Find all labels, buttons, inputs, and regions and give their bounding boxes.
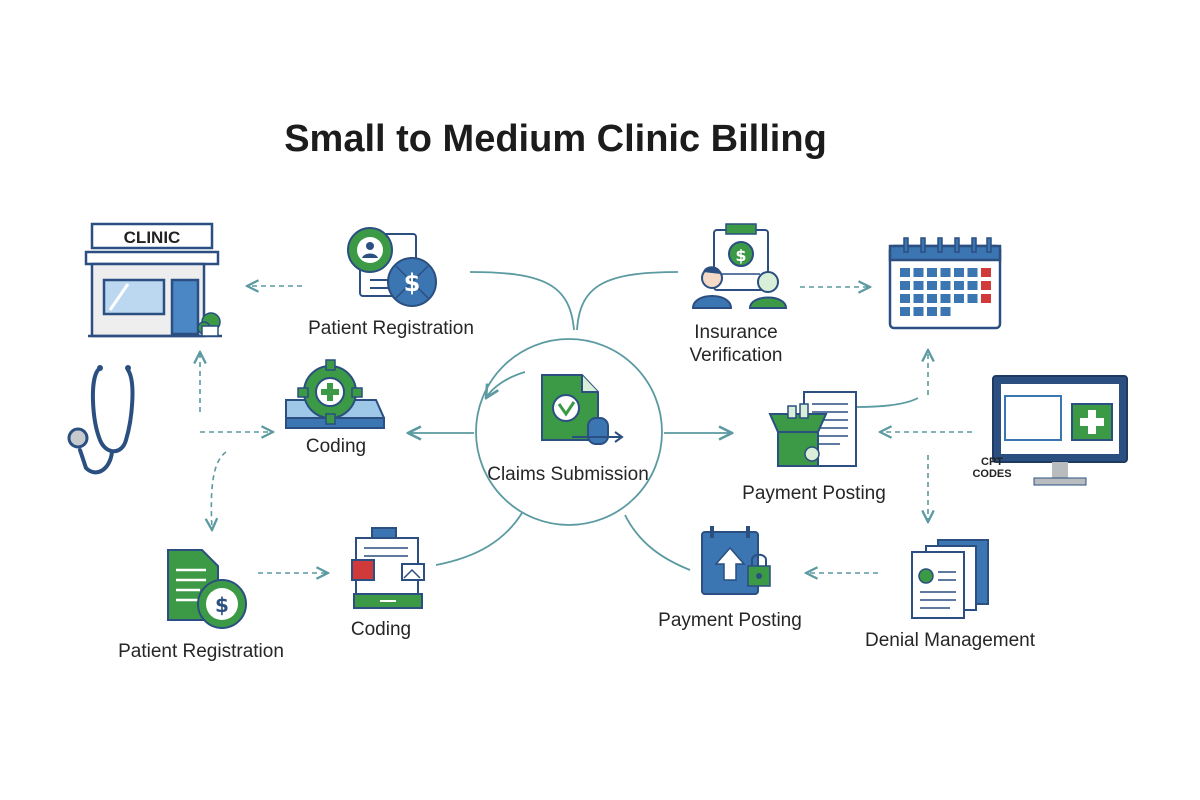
clinic-sign: CLINIC bbox=[124, 228, 181, 247]
calendar-cell bbox=[927, 281, 937, 290]
payment-posting-right-label: Payment Posting bbox=[742, 483, 886, 504]
connectors bbox=[408, 271, 919, 571]
hub-inner-arrow bbox=[486, 371, 526, 398]
insurance-verification-label: Insurance Verification bbox=[676, 321, 796, 367]
arrow-down-to-invoice bbox=[211, 451, 227, 530]
calendar-cell bbox=[940, 281, 951, 290]
calendar-cell bbox=[900, 307, 910, 316]
stethoscope-icon bbox=[67, 365, 135, 475]
calendar-cell bbox=[981, 268, 991, 277]
payment-upload-icon bbox=[701, 526, 771, 595]
plant-icon bbox=[197, 312, 221, 337]
calendar-cell bbox=[927, 268, 937, 277]
cpt-codes-label: CPT CODES bbox=[962, 456, 1022, 480]
insurance-verification-icon: $ bbox=[691, 223, 788, 309]
calendar-cell bbox=[940, 268, 951, 277]
payment-posting-bottom-label: Payment Posting bbox=[658, 610, 802, 631]
svg-text:$: $ bbox=[215, 593, 229, 617]
denial-documents-icon bbox=[911, 539, 989, 619]
calendar-cell bbox=[900, 294, 910, 303]
coding-bottom-label: Coding bbox=[350, 619, 412, 640]
patient-invoice-icon: $ bbox=[167, 549, 247, 629]
insurance-label-line2: Verification bbox=[689, 345, 783, 366]
calendar-cell bbox=[981, 281, 991, 290]
calendar-cell bbox=[913, 268, 924, 277]
calendar-cell bbox=[940, 307, 951, 316]
calendar-cell bbox=[900, 281, 910, 290]
calendar-cell bbox=[927, 307, 937, 316]
patient-registration-bottom-label: Patient Registration bbox=[118, 641, 284, 662]
claims-hub-circle bbox=[475, 338, 663, 526]
calendar-cell bbox=[940, 294, 951, 303]
dashed-arrows bbox=[200, 286, 972, 573]
coding-gear-icon bbox=[285, 359, 385, 429]
clinic-building-icon bbox=[84, 222, 222, 338]
svg-text:$: $ bbox=[404, 269, 421, 297]
claims-submission-label: Claims Submission bbox=[487, 464, 649, 485]
calendar-cell bbox=[967, 294, 978, 303]
calendar-cell bbox=[913, 307, 924, 316]
calendar-cell bbox=[967, 281, 978, 290]
calendar-cell bbox=[900, 268, 910, 277]
connector-insurance-to-hub bbox=[576, 271, 679, 331]
calendar-cell bbox=[981, 294, 991, 303]
svg-text:$: $ bbox=[735, 246, 746, 265]
cpt-label-line2: CODES bbox=[972, 468, 1012, 480]
connector-hub-to-payment-bottom bbox=[624, 514, 691, 571]
insurance-label-line1: Insurance bbox=[694, 322, 778, 343]
patient-registration-icon: $ bbox=[347, 227, 437, 307]
patient-registration-top-label: Patient Registration bbox=[308, 318, 474, 339]
cpt-codes-monitor-icon bbox=[992, 375, 1128, 486]
calendar-cell bbox=[913, 281, 924, 290]
connector-registration-to-hub bbox=[469, 271, 575, 331]
payment-posting-icon bbox=[768, 391, 857, 467]
denial-management-label: Denial Management bbox=[864, 630, 1036, 651]
calendar-cell bbox=[954, 268, 964, 277]
claims-document-icon bbox=[541, 374, 624, 445]
cpt-label-line1: CPT bbox=[981, 456, 1003, 468]
coding-mid-label: Coding bbox=[305, 436, 367, 457]
connector-hub-to-coding-bottom bbox=[435, 512, 523, 566]
calendar-cell bbox=[954, 281, 964, 290]
diagram-title: Small to Medium Clinic Billing bbox=[284, 118, 827, 160]
calendar-icon bbox=[888, 237, 1002, 330]
calendar-cell bbox=[967, 268, 978, 277]
connector-payment-right bbox=[855, 397, 919, 408]
coding-printer-icon bbox=[351, 527, 425, 609]
calendar-cell bbox=[913, 294, 924, 303]
calendar-cell bbox=[927, 294, 937, 303]
calendar-cell bbox=[954, 294, 964, 303]
